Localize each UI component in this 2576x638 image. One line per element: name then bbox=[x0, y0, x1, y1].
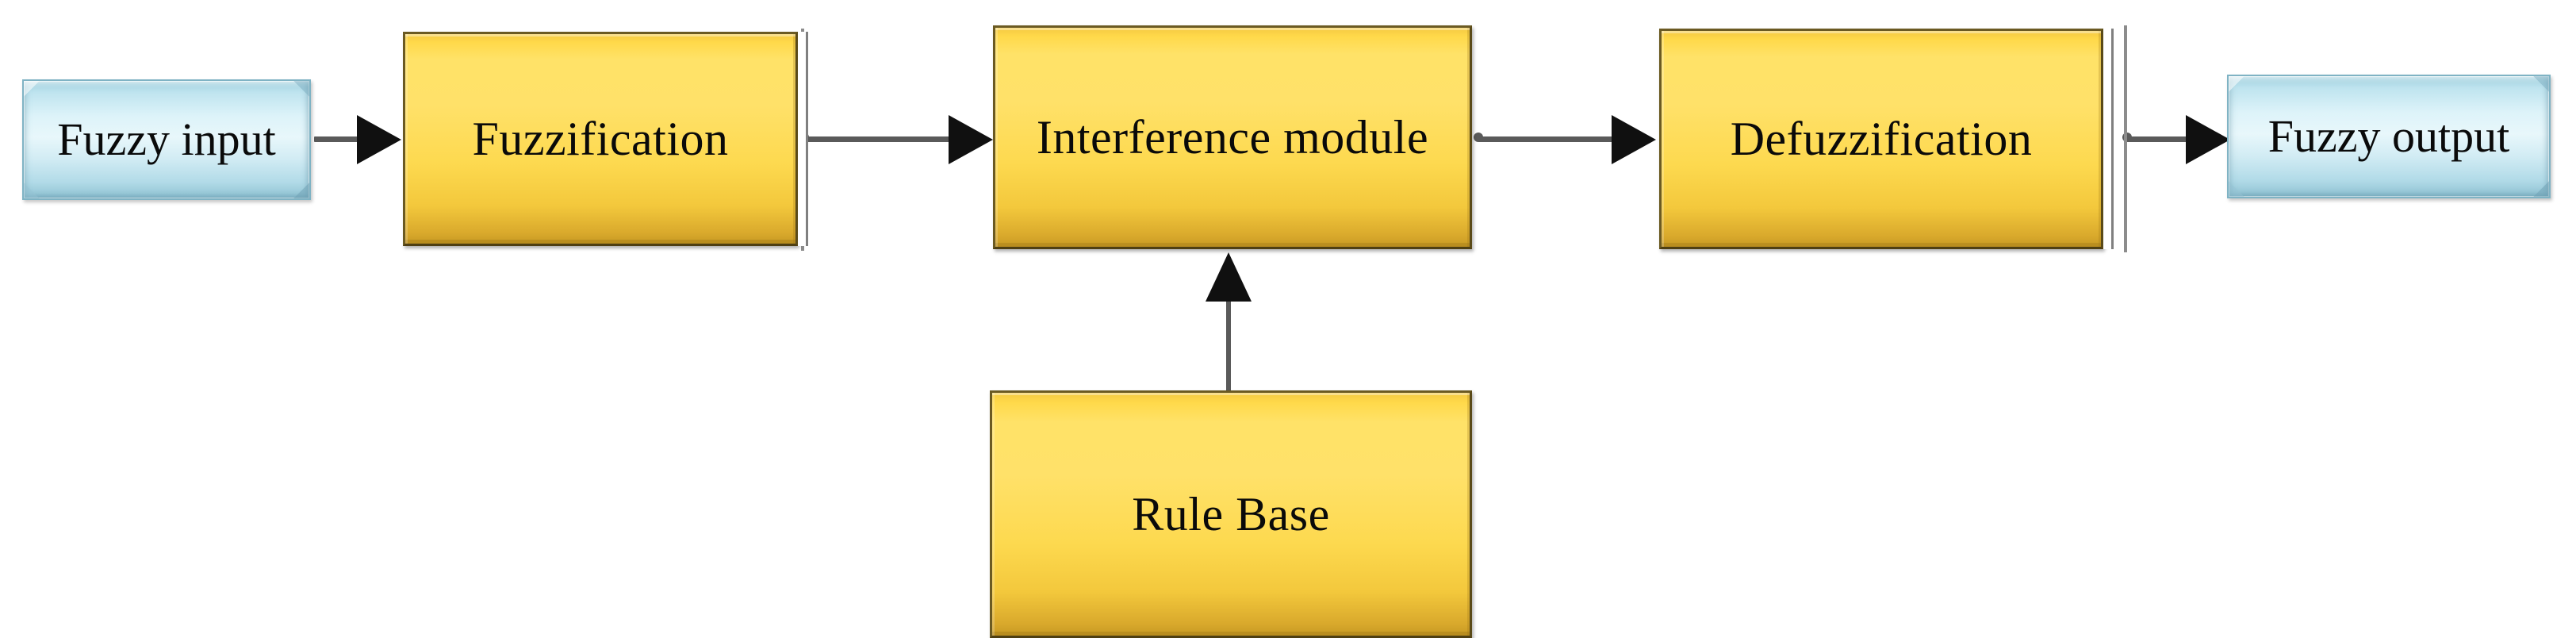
box-edge-guide bbox=[2124, 25, 2127, 252]
node-fuzzy-output[interactable]: Fuzzy output bbox=[2227, 75, 2551, 198]
node-label-defuzzification: Defuzzification bbox=[1730, 112, 2033, 165]
edge-line bbox=[804, 136, 961, 142]
node-label-fuzzification: Fuzzification bbox=[472, 112, 729, 165]
node-interference-module[interactable]: Interference module bbox=[993, 25, 1472, 249]
edge-line bbox=[1226, 302, 1231, 395]
arrowhead-right-icon bbox=[949, 115, 993, 164]
edge-line bbox=[2127, 136, 2197, 142]
node-label-fuzzy-input: Fuzzy input bbox=[57, 113, 276, 165]
arrowhead-right-icon bbox=[357, 115, 401, 164]
node-rule-base[interactable]: Rule Base bbox=[990, 390, 1472, 638]
arrowhead-right-icon bbox=[1612, 115, 1656, 164]
arrowhead-up-icon bbox=[1206, 252, 1252, 302]
node-label-fuzzy-output: Fuzzy output bbox=[2267, 110, 2510, 162]
box-right-strip bbox=[2103, 29, 2114, 249]
node-fuzzification[interactable]: Fuzzification bbox=[403, 32, 808, 246]
node-label-interference-module: Interference module bbox=[1036, 110, 1429, 163]
arrowhead-right-icon bbox=[2186, 115, 2230, 164]
edge-line bbox=[1478, 136, 1621, 142]
edge-line bbox=[314, 136, 362, 142]
node-defuzzification[interactable]: Defuzzification bbox=[1659, 29, 2114, 249]
box-right-strip bbox=[798, 32, 808, 246]
node-label-rule-base: Rule Base bbox=[1132, 487, 1330, 540]
node-fuzzy-input[interactable]: Fuzzy input bbox=[22, 79, 311, 200]
